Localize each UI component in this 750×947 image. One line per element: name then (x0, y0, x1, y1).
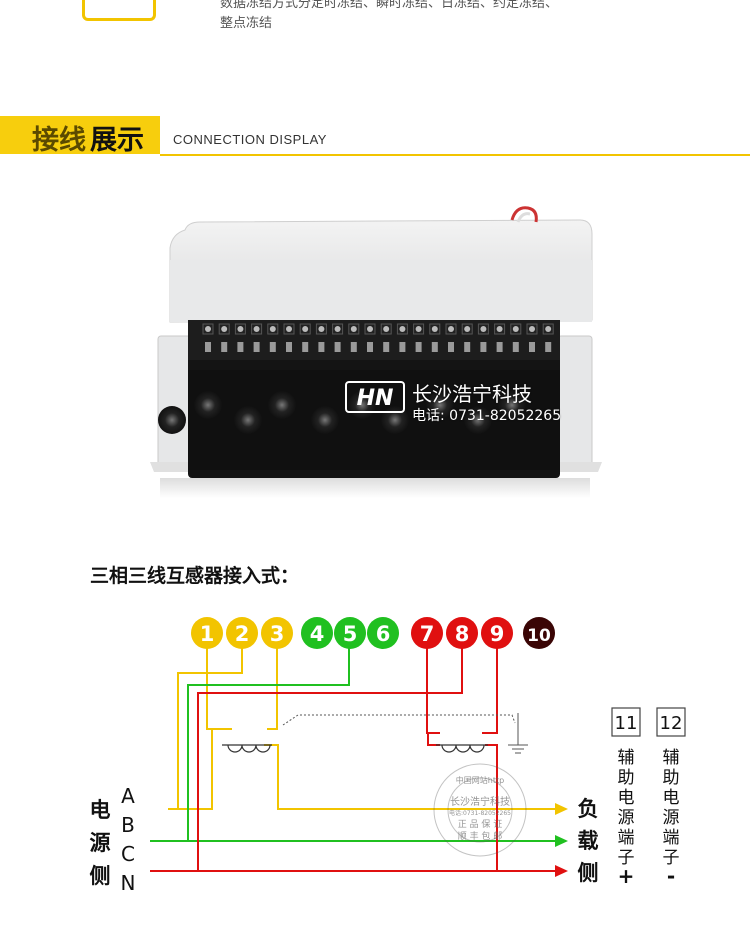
source-side-char: 电 (90, 798, 111, 822)
svg-text:HN: HN (357, 386, 394, 411)
source-side-char: 源 (90, 831, 111, 855)
load-side-char: 侧 (578, 861, 599, 885)
terminal-label: 8 (455, 622, 470, 646)
feature-box-outline (82, 0, 156, 21)
terminal-hole (464, 406, 492, 434)
terminal-label: 4 (310, 622, 325, 646)
load-side-char: 负 (578, 797, 599, 821)
terminal-label: 1 (200, 622, 215, 646)
phase-label-N: N (121, 871, 136, 895)
diagram-title: 三相三线互感器接入式： (90, 565, 300, 587)
load-side-char: 载 (578, 829, 599, 853)
aux-terminal-char: 助 (618, 768, 635, 788)
terminal-hole (498, 391, 526, 419)
aux-terminal-char: 子 (663, 848, 680, 868)
aux-terminal-number: 12 (660, 713, 683, 734)
aux-terminal-char: + (618, 864, 635, 888)
section-header: 接线 展示 CONNECTION DISPLAY (0, 114, 750, 158)
terminal-10: 10 (523, 617, 555, 649)
meter-terminal-photo: HN (150, 206, 602, 498)
aux-terminal-char: 端 (663, 828, 680, 848)
aux-terminal-char: 辅 (663, 748, 680, 768)
phase-label-B: B (121, 813, 135, 837)
terminal-label: 7 (420, 622, 435, 646)
terminal-4: 4 (301, 617, 333, 649)
aux-terminal-char: 电 (663, 788, 680, 808)
stamp-line: 正 品 保 证 (458, 818, 503, 830)
terminal-label: 3 (270, 622, 285, 646)
terminal-2: 2 (226, 617, 258, 649)
terminal-label: 5 (343, 622, 358, 646)
aux-terminal-char: - (667, 864, 675, 888)
intro-text: 数据冻结方式分定时冻结、瞬时冻结、日冻结、约定冻结、 整点冻结 (220, 0, 558, 34)
terminal-hole (426, 391, 454, 419)
watermark-phone: 电话: 0731-82052265 (412, 408, 562, 424)
stamp-line: 长沙浩宁科技 (450, 795, 510, 808)
terminal-label: 10 (527, 626, 551, 646)
terminal-hole (268, 391, 296, 419)
aux-terminal-char: 源 (663, 808, 680, 828)
aux-terminal-char: 端 (618, 828, 635, 848)
terminal-7: 7 (411, 617, 443, 649)
aux-terminal-char: 辅 (618, 748, 635, 768)
section-subtitle: CONNECTION DISPLAY (173, 132, 327, 147)
aux-terminal-char: 助 (663, 768, 680, 788)
terminal-label: 2 (235, 622, 250, 646)
terminal-5: 5 (334, 617, 366, 649)
section-title-part1: 接线 (32, 125, 86, 156)
terminal-hole (158, 406, 186, 434)
phase-label-A: A (121, 784, 135, 808)
terminal-9: 9 (481, 617, 513, 649)
phase-label-C: C (121, 842, 135, 866)
terminal-6: 6 (367, 617, 399, 649)
aux-terminal-char: 电 (618, 788, 635, 808)
terminal-hole (311, 406, 339, 434)
source-side-char: 侧 (90, 864, 111, 888)
terminal-hole (234, 406, 262, 434)
stamp-line: 顺 丰 包 邮 (458, 830, 503, 842)
header-underline (160, 154, 750, 156)
section-title-part2: 展示 (90, 125, 144, 156)
aux-terminal-number: 11 (615, 713, 638, 734)
terminal-label: 6 (376, 622, 391, 646)
stamp-line: 中国网站http (456, 775, 504, 785)
terminal-hole (194, 391, 222, 419)
header-accent-bar (0, 116, 160, 154)
terminal-8: 8 (446, 617, 478, 649)
intro-line-2: 整点冻结 (220, 16, 273, 31)
terminal-1: 1 (191, 617, 223, 649)
intro-line-1: 数据冻结方式分定时冻结、瞬时冻结、日冻结、约定冻结、 (220, 0, 559, 11)
aux-terminal-char: 子 (618, 848, 635, 868)
stamp-line: 电话:0731-82052265 (449, 809, 511, 817)
terminal-3: 3 (261, 617, 293, 649)
terminal-label: 9 (490, 622, 505, 646)
aux-terminal-char: 源 (618, 808, 635, 828)
watermark-company: 长沙浩宁科技 (412, 382, 532, 406)
